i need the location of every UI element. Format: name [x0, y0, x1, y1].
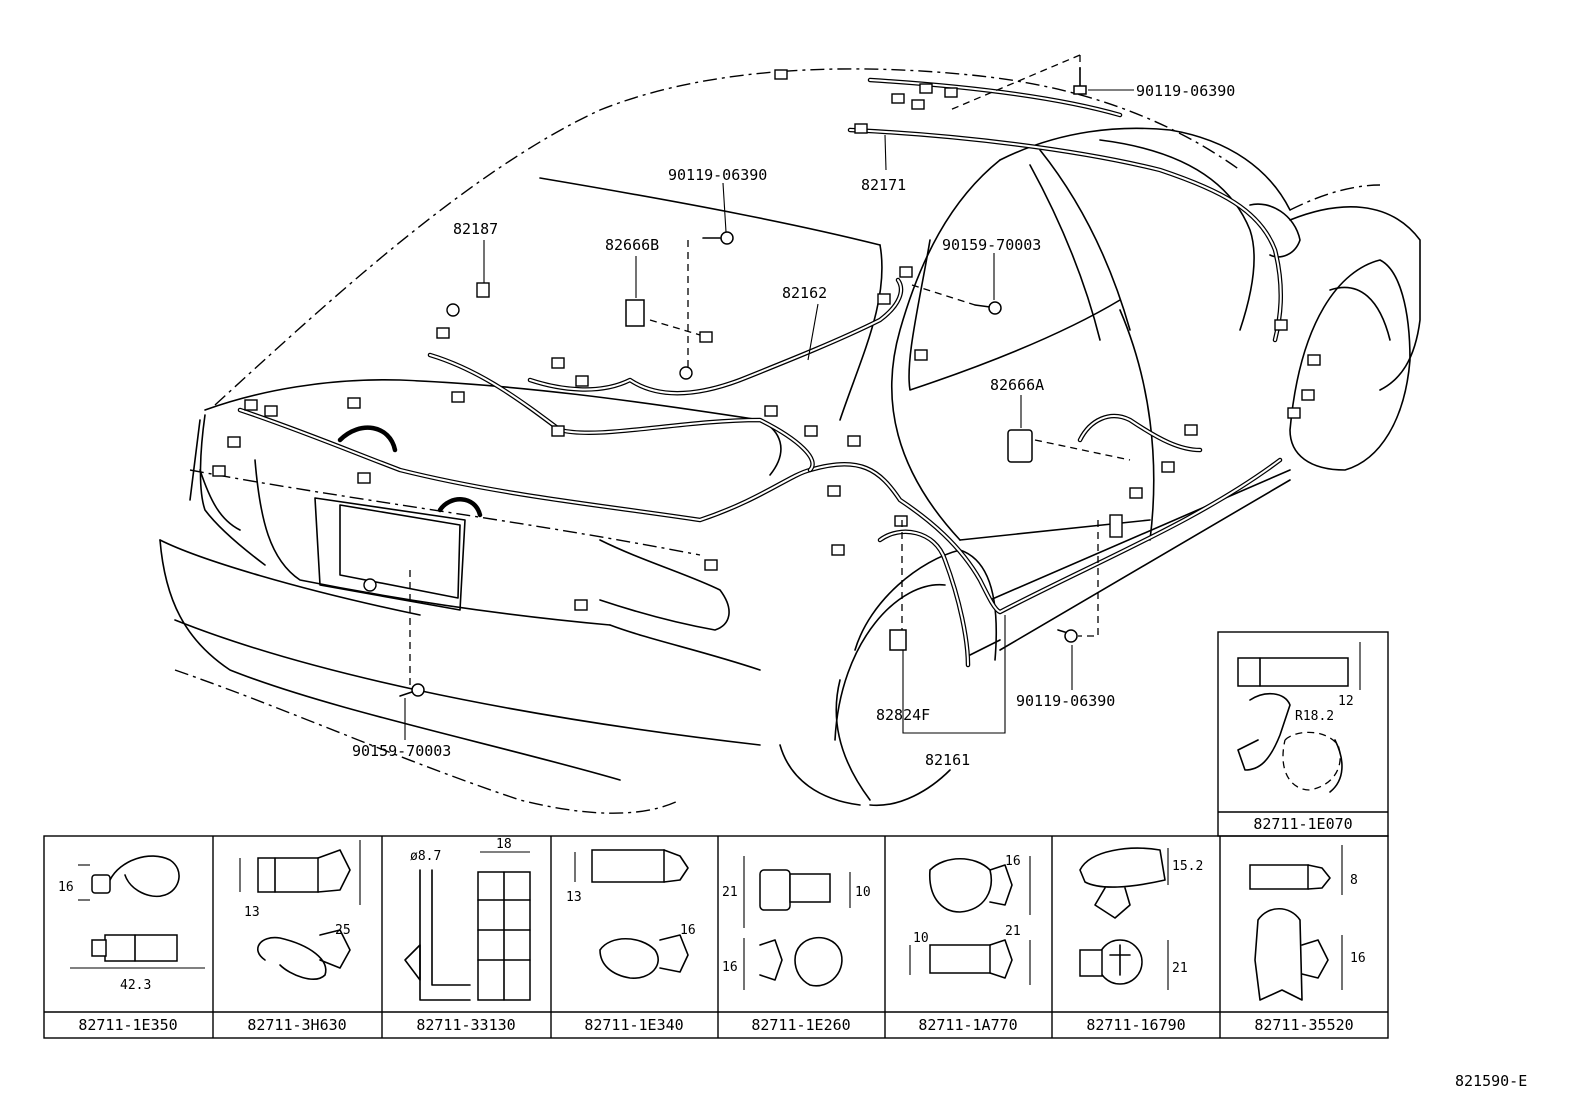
clip-drawing-1e350: [70, 855, 205, 969]
part-number-1e070: 82711-1E070: [1253, 815, 1352, 833]
callout-90159-70003-b: 90159-70003: [352, 742, 451, 760]
part-number-3h630: 82711-3H630: [247, 1016, 346, 1034]
bolt-icon: [1073, 67, 1087, 95]
bolt-icon: [974, 301, 1002, 315]
callout-90119-06390-a: 90119-06390: [1136, 82, 1235, 100]
part-number-1e260: 82711-1E260: [751, 1016, 850, 1034]
dim-1e070-b: R18.2: [1295, 709, 1334, 724]
parts-and-fasteners: [399, 67, 1087, 697]
leader-lines: [404, 89, 1134, 740]
dim-1e350-b: 42.3: [120, 978, 151, 993]
dim-1e260-b: 10: [855, 885, 871, 900]
bolt-icon: [399, 683, 425, 697]
dim-1e340-a: 13: [566, 890, 582, 905]
dim-1e340-b: 16: [680, 923, 696, 938]
callout-82666a: 82666A: [990, 376, 1044, 394]
part-number-33130: 82711-33130: [416, 1016, 515, 1034]
part-number-16790: 82711-16790: [1086, 1016, 1185, 1034]
dim-33130-a: ø8.7: [410, 849, 441, 864]
bolt-icon: [702, 231, 734, 245]
dim-35520-b: 16: [1350, 951, 1366, 966]
dim-1a770-a: 16: [1005, 854, 1021, 869]
callout-90119-06390-b: 90119-06390: [668, 166, 767, 184]
wire-harness: [237, 77, 1284, 668]
clip-drawing-1a770: [909, 856, 1031, 985]
clip-drawing-3h630: [239, 840, 361, 980]
reference-lines: [409, 54, 1131, 690]
dim-3h630-b: 25: [335, 923, 351, 938]
callout-82171: 82171: [861, 176, 906, 194]
callout-82161: 82161: [925, 751, 970, 769]
pad-82666a: [1007, 429, 1033, 463]
dim-1e350-a: 16: [58, 880, 74, 895]
clip-drawing-16790: [1079, 847, 1169, 990]
callout-82666b: 82666B: [605, 236, 659, 254]
sensor-82824f: [889, 629, 907, 651]
clip-drawing-33130: [404, 851, 531, 1001]
callout-82187: 82187: [453, 220, 498, 238]
dim-3h630-a: 13: [244, 905, 260, 920]
clip-table: 16 42.3 13 25 ø8.7 18: [43, 631, 1389, 1039]
part-number-1e340: 82711-1E340: [584, 1016, 683, 1034]
callout-90159-70003-a: 90159-70003: [942, 236, 1041, 254]
harness-connectors: [212, 69, 1321, 611]
car-body-outline: [159, 68, 1421, 814]
dim-1e260-c: 16: [722, 960, 738, 975]
clip-drawing-35520: [1249, 845, 1343, 1001]
callout-82824f: 82824F: [876, 706, 930, 724]
dim-1a770-b: 10: [913, 931, 929, 946]
clip-drawing-1e070: [1237, 642, 1361, 793]
part-number-1a770: 82711-1A770: [918, 1016, 1017, 1034]
dim-1e260-a: 21: [722, 885, 738, 900]
bolt-icon: [1057, 629, 1078, 643]
dim-1e070-a: 12: [1338, 694, 1354, 709]
dim-16790-a: 15.2: [1172, 859, 1203, 874]
callout-90119-06390-c: 90119-06390: [1016, 692, 1115, 710]
callout-82162: 82162: [782, 284, 827, 302]
dim-1a770-c: 21: [1005, 924, 1021, 939]
part-number-1e350: 82711-1E350: [78, 1016, 177, 1034]
dim-16790-b: 21: [1172, 961, 1188, 976]
clip-drawing-1e260: [743, 856, 851, 990]
dim-35520-a: 8: [1350, 873, 1358, 888]
drawing-number: 821590-E: [1455, 1072, 1527, 1090]
pad-82666b: [625, 299, 645, 327]
clip-drawing-1e340: [574, 849, 689, 979]
part-number-35520: 82711-35520: [1254, 1016, 1353, 1034]
dim-33130-b: 18: [496, 837, 512, 852]
